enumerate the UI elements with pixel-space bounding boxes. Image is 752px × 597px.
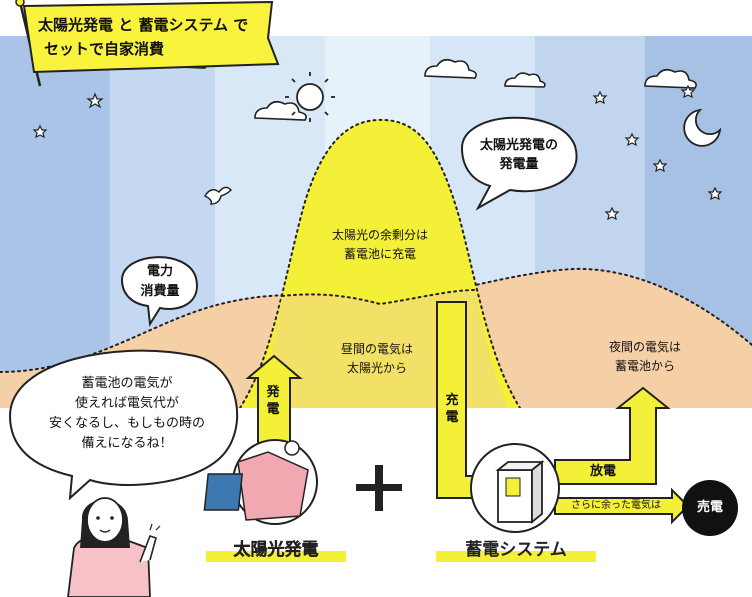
star-icons bbox=[32, 84, 723, 221]
consumption-bubble bbox=[120, 256, 198, 327]
star-icon bbox=[652, 158, 668, 173]
star-icon bbox=[624, 132, 640, 147]
cloud-icon bbox=[424, 58, 477, 79]
sun-icon bbox=[285, 72, 335, 122]
cloud-icon bbox=[254, 100, 307, 121]
surplus-sell-label: さらに余った電気は bbox=[571, 500, 661, 511]
discharge-arrow-label: 放電 bbox=[589, 464, 616, 479]
discharge-arrow bbox=[554, 386, 671, 485]
surplus-label: 太陽光の余剰分は 蓄電池に充電 bbox=[331, 228, 428, 261]
consumption-bubble-text: 電力 消費量 bbox=[140, 264, 180, 299]
banner-title-line1: 太陽光発電 と 蓄電システム で bbox=[38, 16, 249, 34]
star-icon bbox=[680, 84, 696, 99]
cloud-icon bbox=[644, 68, 697, 89]
daytime-label: 昼間の電気は 太陽光から bbox=[340, 342, 413, 375]
storage-title: 蓄電システム bbox=[436, 538, 596, 562]
banner bbox=[15, 0, 280, 87]
star-icon bbox=[86, 92, 104, 109]
generation-bubble bbox=[460, 116, 578, 211]
generate-arrow-label: 発電 bbox=[266, 385, 280, 417]
charge-arrow-label: 充電 bbox=[445, 393, 459, 425]
night-label: 夜間の電気は 蓄電池から bbox=[608, 340, 681, 373]
sun-icon bbox=[284, 440, 300, 456]
generation-bubble-text: 太陽光発電の 発電量 bbox=[479, 138, 558, 172]
star-icon bbox=[592, 90, 608, 105]
star-icon bbox=[604, 206, 620, 221]
speech-bubble bbox=[8, 349, 239, 501]
battery-illustration bbox=[470, 443, 560, 533]
star-icon bbox=[32, 124, 48, 139]
generate-arrow bbox=[245, 354, 303, 447]
solar-title: 太陽光発電 bbox=[206, 538, 346, 562]
bird-icon bbox=[203, 186, 233, 205]
moon-icon bbox=[683, 108, 722, 147]
banner-title-line2: セットで自家消費 bbox=[44, 40, 165, 58]
sell-badge-text: 売電 bbox=[696, 500, 723, 515]
cloud-icon bbox=[504, 72, 546, 88]
woman-illustration bbox=[67, 497, 161, 597]
solar-panel-illustration bbox=[203, 439, 318, 525]
star-icon bbox=[707, 186, 723, 201]
speech-bubble-text: 蓄電池の電気が 使えれば電気代が 安くなるし、もしもの時の 備えになるね！ bbox=[48, 376, 205, 451]
consumption-curve bbox=[0, 268, 752, 373]
surplus-sell-arrow bbox=[554, 487, 690, 525]
generation-curve bbox=[239, 118, 521, 409]
plus-icon bbox=[356, 465, 402, 511]
sell-badge-circle bbox=[682, 480, 738, 536]
